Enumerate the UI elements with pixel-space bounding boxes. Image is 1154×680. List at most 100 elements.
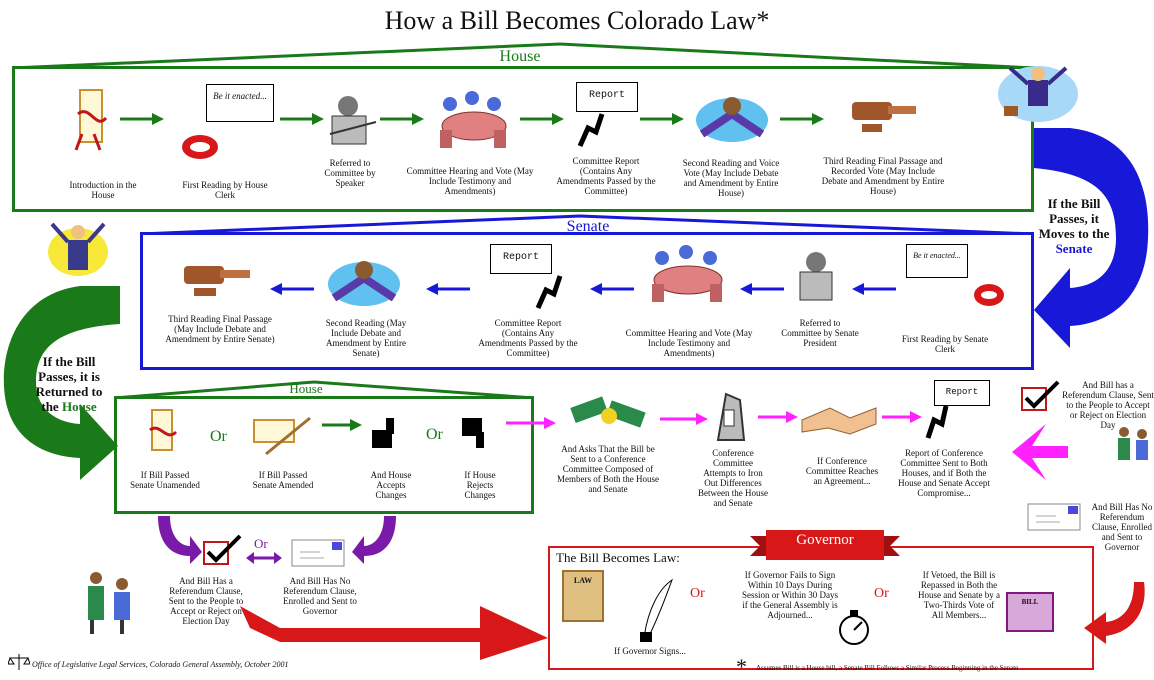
house-return-label: House <box>289 381 323 396</box>
arrow-right-pink-icon <box>758 411 798 423</box>
rejects-caption: If House Rejects Changes <box>464 470 496 500</box>
stopwatch-icon <box>839 610 869 645</box>
celebrating-person-icon <box>998 66 1078 122</box>
right-referendum-caption: And Bill has a Referendum Clause, Sent t… <box>1062 380 1154 430</box>
arrow-right-icon <box>640 113 684 125</box>
conference-hand-icon <box>925 405 949 439</box>
iron-icon <box>716 392 746 441</box>
purple-curve-arrow-right <box>352 516 396 564</box>
thumbs-down-icon <box>462 418 484 448</box>
house-step-1: Introduction in the House <box>69 180 137 200</box>
celebrating-person-left-icon <box>48 222 108 276</box>
house-return-wedge <box>114 380 534 398</box>
footnote-asterisk: * <box>736 654 747 679</box>
house-step-6: Second Reading and Voice Vote (May Inclu… <box>682 158 780 198</box>
mouth-icon <box>182 135 218 159</box>
arrow-left-icon <box>590 283 634 295</box>
thumbs-up-icon <box>372 418 394 448</box>
law-label: The Bill Becomes Law: <box>556 550 680 565</box>
envelope-icon <box>1027 503 1081 531</box>
envelope-icon <box>291 539 345 567</box>
amended-scroll-icon <box>253 416 311 456</box>
or-label-3: Or <box>254 536 268 551</box>
pink-fork-arrow <box>1012 424 1068 480</box>
to-governor-arrow <box>240 606 548 660</box>
senate-speech-bubble: Be it enacted... <box>906 244 968 278</box>
governor-fails-caption: If Governor Fails to Sign Within 10 Days… <box>742 570 838 620</box>
conference-iron-caption: Conference Committee Attempts to Iron Ou… <box>698 448 768 508</box>
house-step-5: Committee Report (Contains Any Amendment… <box>556 156 656 196</box>
conference-ask-caption: And Asks That the Bill be Sent to a Conf… <box>557 444 659 494</box>
arrow-right-icon <box>280 113 324 125</box>
unamended-scroll-icon <box>149 409 178 451</box>
footer-credit: Office of Legislative Legal Services, Co… <box>32 660 289 669</box>
red-curve-arrow <box>1084 582 1145 644</box>
law-document-icon: LAW <box>562 570 604 622</box>
senate-president-icon <box>799 252 833 301</box>
senate-voice-vote-icon <box>328 261 400 306</box>
senate-section <box>140 232 1034 370</box>
arrow-right-pink-icon <box>882 411 922 423</box>
family-icon <box>88 572 130 634</box>
senate-committee-icon <box>652 245 723 302</box>
speech-bubble: Be it enacted... <box>206 84 274 122</box>
arrow-right-pink-icon <box>506 417 556 429</box>
house-step-7: Third Reading Final Passage and Recorded… <box>821 156 945 196</box>
senate-label: Senate <box>566 218 610 235</box>
house-step-3: Referred to Committee by Speaker <box>324 158 376 188</box>
conference-report-card: Report <box>934 380 990 406</box>
senate-step-2: Referred to Committee by Senate Presiden… <box>781 318 859 348</box>
family-icon <box>1118 427 1148 460</box>
handshake-icon <box>801 407 877 435</box>
to-senate-text: If the Bill Passes, it Moves to the Sena… <box>1038 196 1110 256</box>
right-no-referendum-caption: And Bill Has No Referendum Clause, Enrol… <box>1091 502 1153 552</box>
arrow-right-icon <box>780 113 824 125</box>
checkmark-box-icon <box>203 534 242 565</box>
bottom-referendum-caption: And Bill Has a Referendum Clause, Sent t… <box>168 576 244 626</box>
voice-vote-icon <box>696 97 768 142</box>
bottom-no-referendum-caption: And Bill Has No Referendum Clause, Enrol… <box>283 576 357 616</box>
scales-icon <box>8 654 30 670</box>
or-label-1: Or <box>210 428 227 445</box>
unamended-caption: If Bill Passed Senate Unamended <box>130 470 200 490</box>
purple-curve-arrow-left <box>158 516 202 564</box>
bill-document-icon: BILL <box>1006 592 1054 632</box>
governor-vetoed-caption: If Vetoed, the Bill is Repassed in Both … <box>918 570 1000 620</box>
arrow-left-icon <box>852 283 896 295</box>
or-label-2: Or <box>426 426 443 443</box>
or-label-5: Or <box>874 586 889 601</box>
double-arrow-icon <box>246 552 282 564</box>
conference-report-caption: Report of Conference Committee Sent to B… <box>898 448 990 498</box>
senate-mouth-icon <box>974 284 1004 306</box>
senate-step-4: Committee Report (Contains Any Amendment… <box>478 318 578 358</box>
governor-signs-caption: If Governor Signs... <box>614 646 686 656</box>
or-label-4: Or <box>690 586 705 601</box>
arrow-right-icon <box>322 419 362 431</box>
senate-step-1: First Reading by Senate Clerk <box>901 334 989 354</box>
senate-step-3: Committee Hearing and Vote (May Include … <box>625 328 753 358</box>
senate-gavel-icon <box>184 266 250 296</box>
speaker-icon <box>329 96 377 145</box>
senate-hand-icon <box>535 275 563 310</box>
gavel-icon <box>852 102 916 132</box>
house-step-2: First Reading by House Clerk <box>182 180 268 200</box>
arrow-right-icon <box>520 113 564 125</box>
arrow-left-icon <box>270 283 314 295</box>
governor-banner <box>750 530 900 560</box>
house-wedge <box>11 42 1035 68</box>
to-senate-arrow <box>1034 128 1149 348</box>
accepts-caption: And House Accepts Changes <box>370 470 412 500</box>
arrow-right-icon <box>120 113 164 125</box>
amended-caption: If Bill Passed Senate Amended <box>252 470 314 490</box>
quill-pen-icon <box>640 578 674 642</box>
arrow-left-icon <box>740 283 784 295</box>
governor-banner-label: Governor <box>796 532 854 548</box>
hand-icon <box>577 113 605 148</box>
conference-agree-caption: If Conference Committee Reaches an Agree… <box>805 456 879 486</box>
house-section <box>12 66 1034 212</box>
arrow-right-pink-icon <box>660 413 708 425</box>
page-title: How a Bill Becomes Colorado Law* <box>384 6 770 35</box>
senate-report-card: Report <box>490 244 552 274</box>
arrow-right-icon <box>380 113 424 125</box>
house-return-section <box>114 396 534 514</box>
